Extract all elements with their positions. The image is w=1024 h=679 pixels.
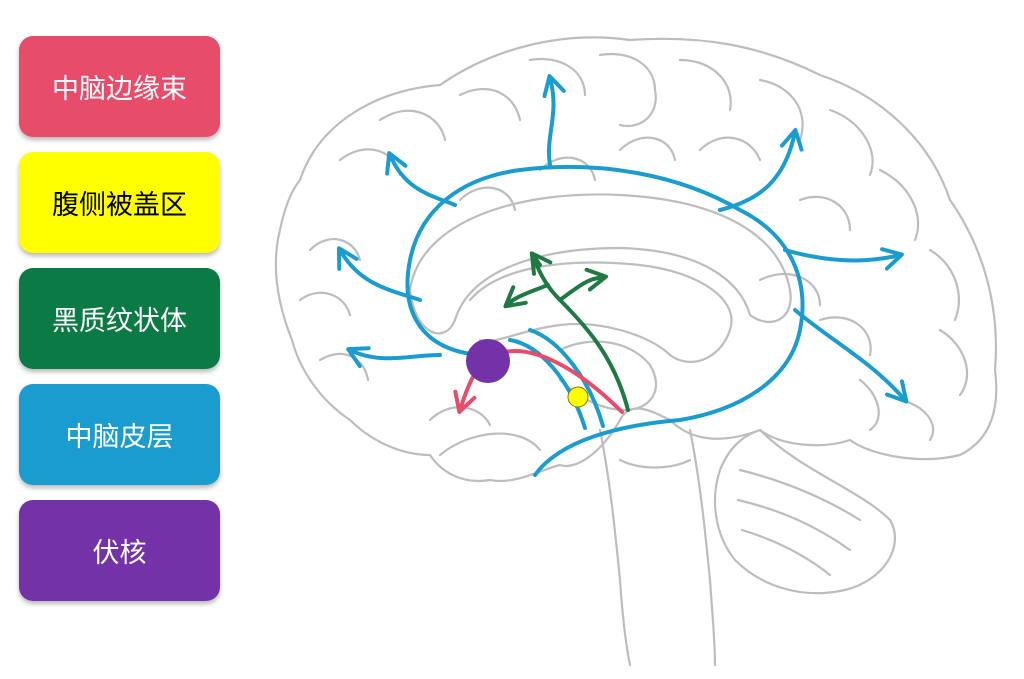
legend-item-nucleus-accumbens: 伏核 (19, 500, 220, 601)
legend-item-vta: 腹侧被盖区 (19, 152, 220, 253)
nucleus-accumbens-marker (466, 339, 510, 383)
cerebrum-outline (274, 36, 998, 483)
legend-item-mesocortical: 中脑皮层 (19, 384, 220, 485)
mesocortical-pathway (337, 74, 909, 477)
legend-item-nigrostriatal: 黑质纹状体 (19, 268, 220, 369)
legend-label-nigrostriatal: 黑质纹状体 (52, 306, 187, 337)
legend-item-mesolimbic: 中脑边缘束 (19, 36, 220, 137)
nigrostriatal-pathway (503, 251, 630, 412)
cerebellum-outline (713, 428, 896, 595)
vta-marker (567, 386, 589, 408)
legend-label-nucleus-accumbens: 伏核 (92, 538, 147, 569)
corpus-callosum (408, 193, 792, 335)
legend-label-vta: 腹侧被盖区 (52, 190, 187, 221)
legend-label-mesocortical: 中脑皮层 (65, 422, 174, 453)
brain-outline (274, 36, 998, 667)
legend: 中脑边缘束 腹侧被盖区 黑质纹状体 中脑皮层 伏核 (19, 36, 220, 616)
brainstem-outline (598, 428, 717, 667)
legend-label-mesolimbic: 中脑边缘束 (52, 74, 187, 105)
